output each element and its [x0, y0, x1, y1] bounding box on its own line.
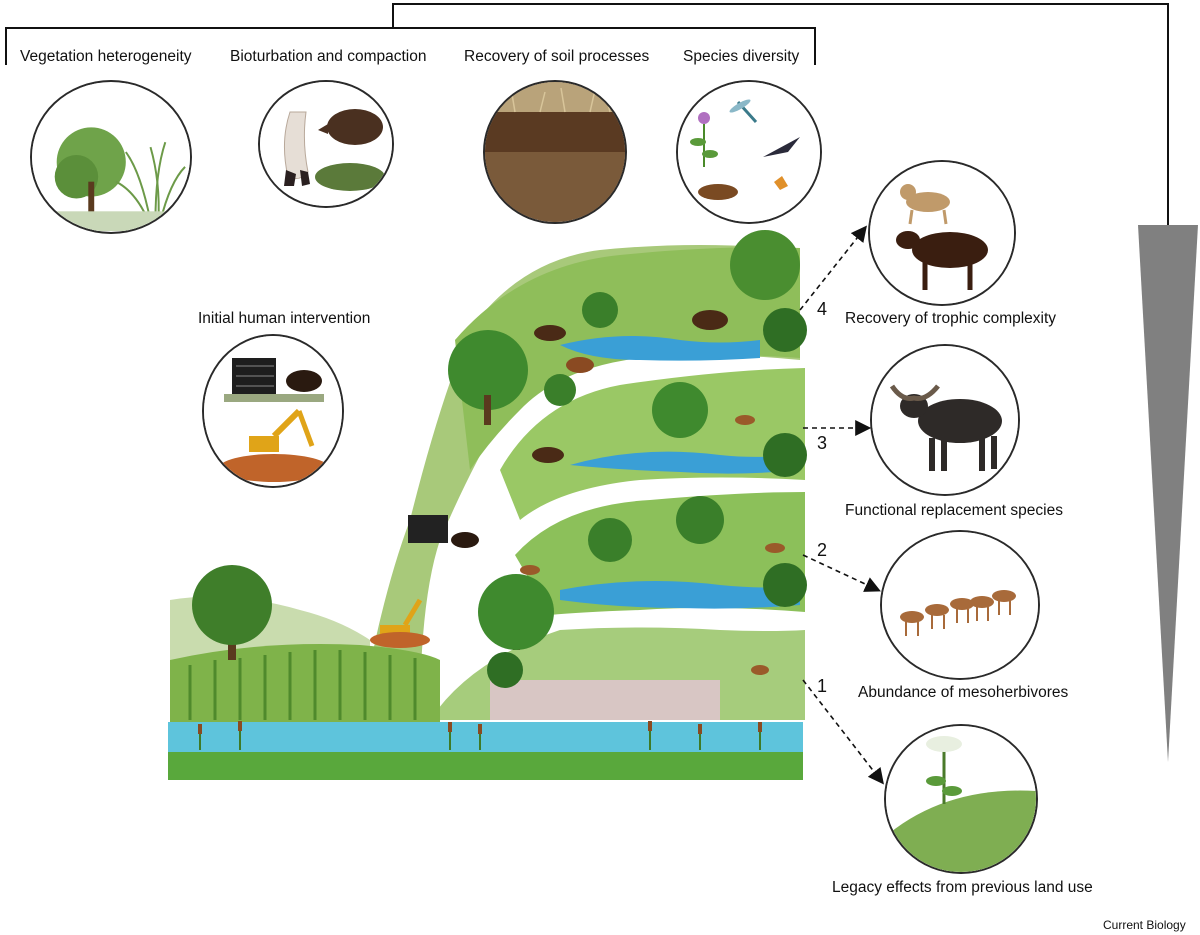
stage-number-4: 4 — [817, 299, 828, 319]
species-diversity-label: Species diversity — [683, 48, 800, 65]
animals — [451, 310, 785, 675]
crop-field — [170, 644, 440, 722]
stage4-water — [560, 336, 760, 361]
trees — [192, 230, 807, 688]
vegetation-heterogeneity-label: Vegetation heterogeneity — [20, 48, 192, 65]
hogweed-on-hill-icon — [884, 724, 1038, 874]
arrow-stage4 — [799, 225, 867, 311]
stage3-label: Functional replacement species — [845, 502, 1063, 519]
soil-processes-label: Recovery of soil processes — [464, 48, 650, 65]
riverbank — [168, 752, 803, 780]
stage1-label: Legacy effects from previous land use — [832, 879, 1093, 896]
stage2-water — [560, 581, 800, 609]
soil-profile-icon — [483, 80, 627, 224]
stage2-label: Abundance of mesoherbivores — [858, 684, 1069, 701]
cattail-heads — [198, 721, 762, 734]
stage-number-3: 3 — [817, 433, 828, 453]
deer-herd-icon — [880, 530, 1040, 680]
feedback-line — [392, 3, 1169, 225]
wild-boar-and-hoof-icon — [258, 80, 394, 208]
stage2-band — [515, 492, 805, 615]
diversity-wedge — [1138, 225, 1198, 762]
river — [168, 722, 803, 752]
stage3-water — [570, 451, 800, 474]
bioturbation-label: Bioturbation and compaction — [230, 48, 427, 65]
stage3-band — [500, 368, 805, 520]
stage-number-2: 2 — [817, 540, 828, 560]
shrub-and-grass-icon — [30, 80, 192, 234]
reed-bed — [490, 680, 720, 720]
truck-and-excavator-icon — [202, 334, 344, 488]
arrow-stage2 — [802, 554, 881, 592]
stage4-label: Recovery of trophic complexity — [845, 310, 1057, 327]
wildlife-icon — [676, 80, 822, 224]
top-bracket — [5, 27, 816, 65]
scene-excavator — [370, 598, 430, 648]
arrow-stage1 — [802, 679, 884, 785]
crop-rows — [188, 650, 417, 720]
lynx-and-cow-icon — [868, 160, 1016, 306]
journal-credit: Current Biology — [1103, 918, 1186, 932]
water-buffalo-icon — [870, 344, 1020, 496]
intervention-label: Initial human intervention — [198, 310, 371, 327]
stage-number-1: 1 — [817, 676, 828, 696]
scene-truck — [408, 515, 448, 543]
